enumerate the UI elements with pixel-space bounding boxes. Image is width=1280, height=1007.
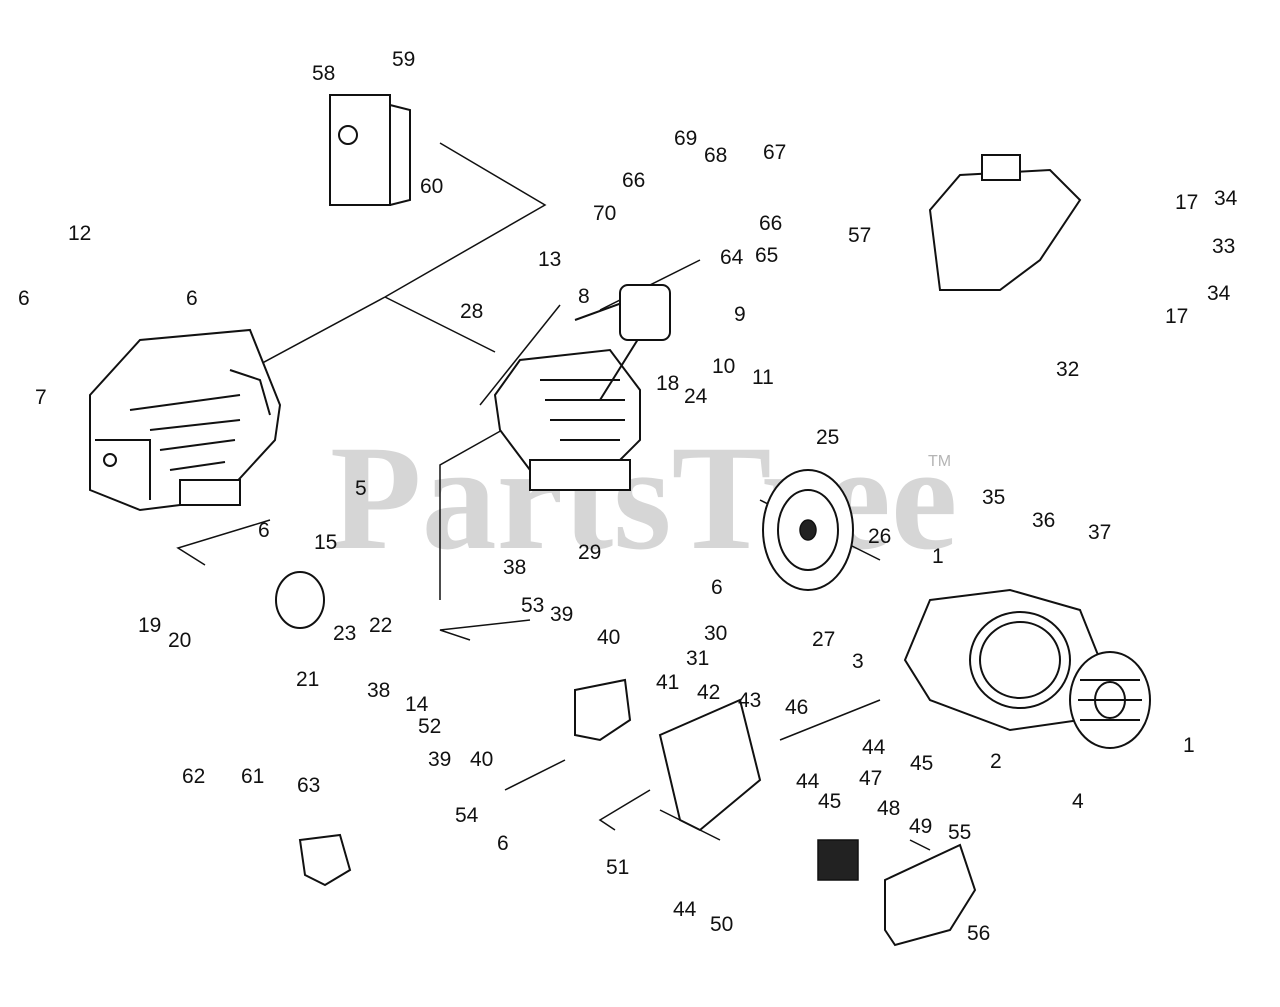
label-42: 42 [697, 681, 720, 704]
label-34-a: 34 [1214, 187, 1238, 210]
label-69: 69 [674, 127, 697, 150]
engine-block-center [493, 298, 652, 491]
label-57: 57 [848, 224, 871, 247]
label-8: 8 [578, 285, 590, 308]
label-45-a: 45 [910, 752, 933, 775]
label-10: 10 [712, 355, 735, 378]
label-25: 25 [816, 426, 839, 449]
label-15: 15 [314, 531, 337, 554]
ignition-coil [619, 284, 671, 341]
label-50: 50 [710, 913, 733, 936]
engine-block-left [89, 328, 282, 512]
label-53: 53 [521, 594, 544, 617]
part-number-labels: 1 1 2 3 4 5 6 6 6 6 6 7 8 9 10 11 12 13 … [18, 48, 1238, 945]
label-54: 54 [455, 804, 479, 827]
label-11: 11 [752, 366, 774, 389]
label-20: 20 [168, 629, 191, 652]
label-6-e: 6 [497, 832, 509, 855]
label-27: 27 [812, 628, 835, 651]
flywheel [762, 469, 854, 591]
blower-housing [903, 588, 1102, 732]
label-40-b: 40 [470, 748, 493, 771]
label-24: 24 [684, 385, 708, 408]
label-40-a: 40 [597, 626, 620, 649]
label-66-b: 66 [759, 212, 782, 235]
label-33: 33 [1212, 235, 1235, 258]
label-39-a: 39 [550, 603, 573, 626]
label-56: 56 [967, 922, 990, 945]
label-58: 58 [312, 62, 335, 85]
label-28: 28 [460, 300, 483, 323]
label-22: 22 [369, 614, 392, 637]
label-21: 21 [296, 668, 319, 691]
label-35: 35 [982, 486, 1005, 509]
label-13: 13 [538, 248, 561, 271]
label-31: 31 [686, 647, 709, 670]
label-7: 7 [35, 386, 47, 409]
carburetor [298, 678, 632, 887]
label-66-a: 66 [622, 169, 645, 192]
watermark-trademark: TM [928, 453, 951, 470]
recoil-starter [1069, 651, 1151, 749]
air-filter-cover [817, 839, 977, 947]
label-3: 3 [852, 650, 864, 673]
label-6-a: 6 [18, 287, 30, 310]
label-32: 32 [1056, 358, 1079, 381]
label-43: 43 [738, 689, 761, 712]
label-65: 65 [755, 244, 778, 267]
label-45-b: 45 [818, 790, 841, 813]
label-49: 49 [909, 815, 932, 838]
oil-filter [275, 571, 325, 629]
label-19: 19 [138, 614, 161, 637]
label-17-b: 17 [1165, 305, 1188, 328]
label-1-b: 1 [1183, 734, 1195, 757]
label-62: 62 [182, 765, 205, 788]
label-60: 60 [420, 175, 443, 198]
muffler [329, 94, 411, 206]
label-51: 51 [606, 856, 629, 879]
label-70: 70 [593, 202, 616, 225]
label-18: 18 [656, 372, 679, 395]
label-2: 2 [990, 750, 1002, 773]
label-46: 46 [785, 696, 808, 719]
label-63: 63 [297, 774, 320, 797]
watermark-text: PartsTree [330, 415, 957, 581]
label-4: 4 [1072, 790, 1084, 813]
label-61: 61 [241, 765, 264, 788]
label-48: 48 [877, 797, 900, 820]
label-67: 67 [763, 141, 786, 164]
label-6-d: 6 [711, 576, 723, 599]
label-36: 36 [1032, 509, 1055, 532]
air-cleaner-base [658, 698, 762, 832]
label-26: 26 [868, 525, 891, 548]
label-59: 59 [392, 48, 415, 71]
label-38-a: 38 [503, 556, 526, 579]
label-12: 12 [68, 222, 91, 245]
label-38-b: 38 [367, 679, 390, 702]
label-44-b: 44 [796, 770, 820, 793]
label-1-a: 1 [932, 545, 944, 568]
label-29: 29 [578, 541, 601, 564]
label-64: 64 [720, 246, 744, 269]
label-68: 68 [704, 144, 727, 167]
label-23: 23 [333, 622, 356, 645]
label-34-b: 34 [1207, 282, 1231, 305]
label-6-c: 6 [258, 519, 270, 542]
label-44-a: 44 [862, 736, 886, 759]
label-5: 5 [355, 477, 367, 500]
label-55: 55 [948, 821, 971, 844]
label-41: 41 [656, 671, 679, 694]
label-6-b: 6 [186, 287, 198, 310]
label-14: 14 [405, 693, 429, 716]
label-44-c: 44 [673, 898, 697, 921]
label-37: 37 [1088, 521, 1111, 544]
label-17-a: 17 [1175, 191, 1198, 214]
label-9: 9 [734, 303, 746, 326]
label-30: 30 [704, 622, 727, 645]
label-47: 47 [859, 767, 882, 790]
label-52: 52 [418, 715, 441, 738]
fuel-tank [928, 154, 1082, 291]
label-39-b: 39 [428, 748, 451, 771]
